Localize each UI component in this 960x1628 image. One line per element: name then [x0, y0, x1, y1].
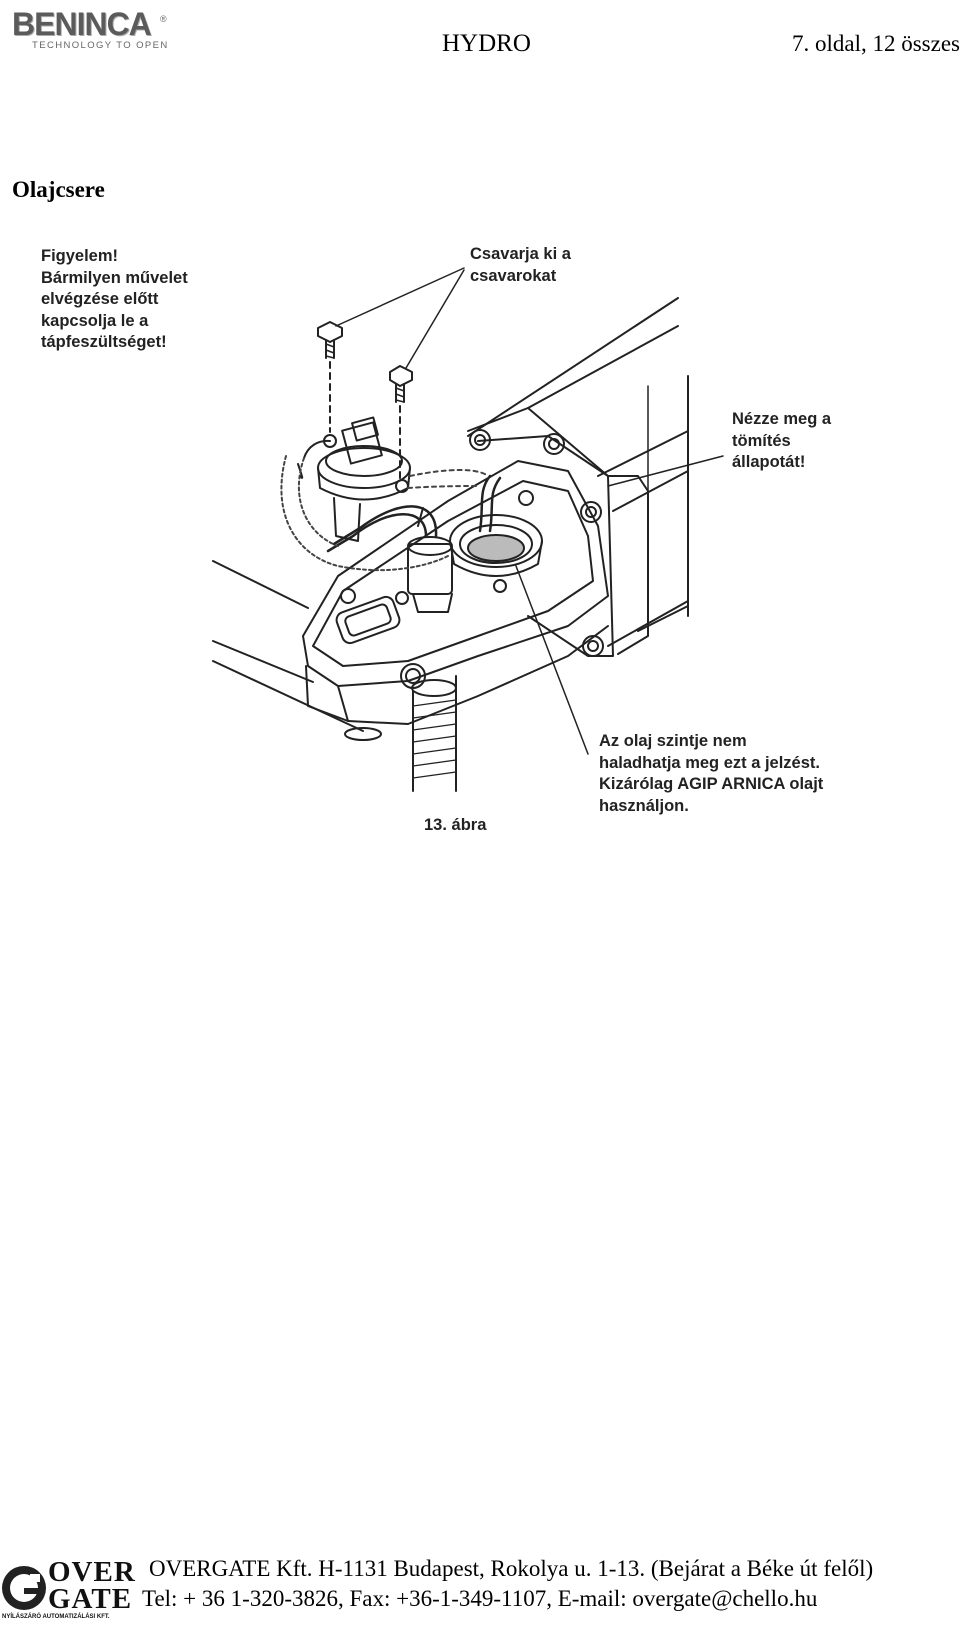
warning-line-3: elvégzése előtt — [41, 290, 159, 308]
warning-line-4: kapcsolja le a — [41, 311, 149, 330]
footer-address: OVERGATE Kft. H-1131 Budapest, Rokolya u… — [149, 1556, 874, 1581]
footer-contact: Tel: + 36 1-320-3826, Fax: +36-1-349-110… — [142, 1586, 818, 1611]
gate-arm-drawing — [212, 267, 724, 792]
screws-callout: Csavarja ki a csavarokat — [470, 244, 571, 287]
overgate-logo-bottom: GATE — [48, 1583, 133, 1615]
oil-change-figure: Figyelem! Bármilyen művelet elvégzése el… — [8, 236, 960, 876]
overgate-logo-graphic — [2, 1566, 46, 1610]
logo-registered-mark: ® — [160, 14, 167, 24]
oil-line-2: haladhatja meg ezt a jelzést. — [599, 753, 820, 772]
figure-caption: 13. ábra — [424, 816, 487, 834]
gasket-line-3: állapotát! — [732, 453, 806, 471]
document-title: HYDRO — [442, 30, 531, 57]
warning-line-1: Figyelem! — [41, 247, 119, 265]
warning-line-2: Bármilyen művelet — [41, 268, 188, 287]
gasket-callout: Nézze meg a tömítés állapotát! — [732, 409, 831, 474]
logo-tagline: TECHNOLOGY TO OPEN — [32, 40, 169, 51]
gasket-line-1: Nézze meg a — [732, 410, 832, 428]
oil-level-callout: Az olaj szintje nem haladhatja meg ezt a… — [599, 731, 823, 817]
screws-line-2: csavarokat — [470, 266, 557, 285]
gasket-line-2: tömítés — [732, 431, 791, 450]
warning-callout: Figyelem! Bármilyen művelet elvégzése el… — [41, 246, 188, 354]
warning-line-5: tápfeszültséget! — [41, 333, 167, 351]
overgate-logo-top: OVER — [48, 1556, 136, 1588]
page-number: 7. oldal, 12 összes — [791, 31, 960, 56]
overgate-logo-subtitle: NYÍLÁSZÁRÓ AUTOMATIZÁLÁSI KFT. — [2, 1614, 110, 1620]
oil-line-1: Az olaj szintje nem — [599, 732, 747, 750]
beninca-logo: BENINCA ® TECHNOLOGY TO OPEN — [12, 6, 167, 51]
screws-line-1: Csavarja ki a — [470, 245, 571, 263]
section-title: Olajcsere — [12, 177, 105, 202]
oil-line-4: használjon. — [599, 796, 689, 815]
oil-line-3: Kizárólag AGIP ARNICA olajt — [599, 775, 824, 793]
overgate-logo: OVER GATE NYÍLÁSZÁRÓ AUTOMATIZÁLÁSI KFT. — [0, 1558, 136, 1623]
logo-wordmark: BENINCA — [12, 6, 152, 42]
